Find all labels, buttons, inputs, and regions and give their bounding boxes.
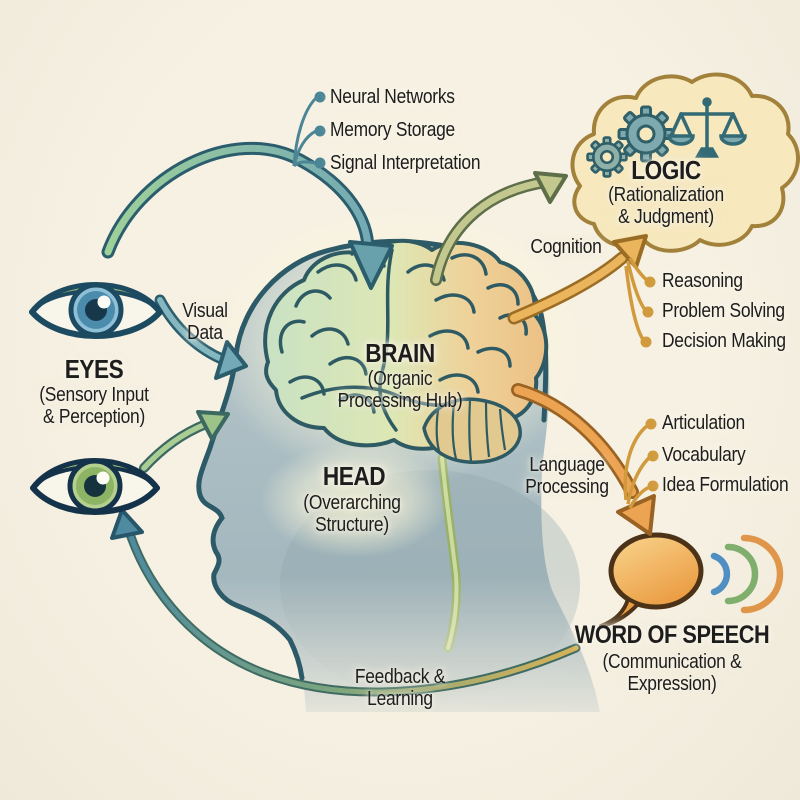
speech-output-item: Vocabulary — [662, 444, 746, 466]
gear-icon — [586, 136, 628, 178]
brain-title: BRAIN — [365, 338, 435, 368]
brain-subtitle: (Organic Processing Hub) — [337, 368, 463, 412]
logic-output-item: Decision Making — [662, 330, 786, 352]
eye-icon — [30, 458, 160, 515]
gear-icon — [617, 105, 675, 163]
connector-brain-functions — [292, 91, 326, 169]
connector-speech-outputs — [623, 418, 659, 509]
head-title: HEAD — [322, 461, 386, 491]
arrow-cognition — [507, 234, 648, 325]
speech-title: WORD OF SPEECH — [574, 621, 770, 649]
arrow-eyes-to-brain — [101, 141, 394, 290]
eyes-subtitle: (Sensory Input & Perception) — [39, 384, 149, 428]
eyes-title: EYES — [64, 354, 124, 384]
arrow-visual-data — [154, 294, 248, 380]
brain-function-item: Memory Storage — [330, 119, 455, 141]
eye-icon — [29, 282, 163, 339]
speech-output-item: Articulation — [662, 412, 745, 434]
speech-subtitle: (Communication & Expression) — [602, 651, 742, 695]
speech-bubble-icon — [599, 532, 704, 628]
logic-subtitle: (Rationalization & Judgment) — [608, 184, 724, 228]
logic-output-item: Reasoning — [662, 270, 743, 292]
feedback-label: Feedback & Learning — [354, 666, 446, 710]
visual-data-label: Visual Data — [182, 300, 228, 344]
logic-output-item: Problem Solving — [662, 300, 785, 322]
arrow-feedback — [110, 508, 581, 697]
brain-illustration — [263, 238, 549, 464]
speech-output-item: Idea Formulation — [662, 474, 789, 496]
head-subtitle: (Overarching Structure) — [303, 492, 401, 536]
logic-title: LOGIC — [631, 155, 701, 185]
cerebellum — [422, 397, 522, 464]
brain-function-item: Signal Interpretation — [330, 152, 481, 174]
logic-cloud — [570, 72, 800, 253]
head-label-glow — [260, 442, 450, 558]
brain-function-item: Neural Networks — [330, 86, 455, 108]
cognition-label: Cognition — [530, 236, 602, 258]
sound-waves-icon — [710, 534, 784, 614]
arrow-brain-to-logic — [430, 171, 568, 286]
arrow-eye-to-head — [139, 410, 230, 473]
connector-logic-outputs — [624, 257, 656, 348]
arrow-language — [511, 383, 656, 536]
balance-scale-icon — [667, 97, 747, 158]
language-processing-label: Language Processing — [525, 454, 609, 498]
